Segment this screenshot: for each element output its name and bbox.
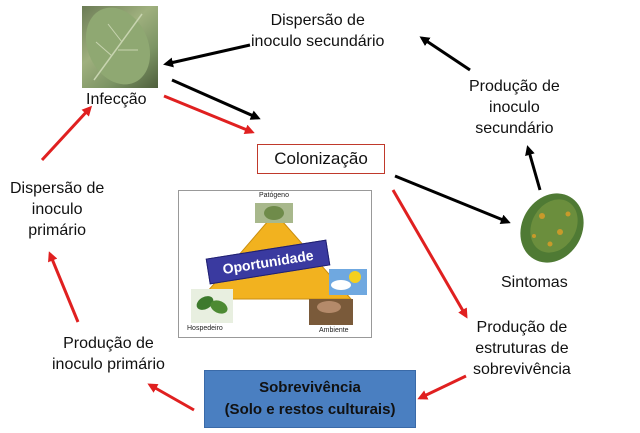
infected-leaf-photo <box>82 6 158 88</box>
label-producao-estruturas: Produção de estruturas de sobrevivência <box>473 319 571 378</box>
box-sobrevivencia: Sobrevivência (Solo e restos culturais) <box>204 370 416 428</box>
arrow-sobrevivencia-to-producao-primario <box>147 383 195 412</box>
arrow-sintomas-to-producao-secundario <box>525 145 542 191</box>
disease-triangle-panel: Patógeno Hospedeiro Ambiente Oportunidad… <box>178 190 372 338</box>
arrow-estruturas-to-sobrevivencia <box>417 374 467 400</box>
arrow-infeccao-to-colonizacao-red <box>163 94 255 134</box>
label-sintomas: Sintomas <box>501 274 568 291</box>
arrow-producao-primario-to-dispersao <box>48 251 80 323</box>
arrow-producao-secundario-to-dispersao <box>419 36 471 72</box>
label-infeccao: Infecção <box>86 91 147 108</box>
caption-ambiente: Ambiente <box>319 327 349 334</box>
label-producao-primario: Produção de inoculo primário <box>52 335 165 373</box>
caption-patogeno: Patógeno <box>259 192 289 199</box>
arrow-infeccao-to-colonizacao-black <box>171 78 261 120</box>
arrow-colonizacao-to-estruturas <box>391 189 468 319</box>
arrow-dispersao-to-infeccao-red <box>40 105 93 162</box>
symptom-leaf-photo <box>512 192 590 264</box>
arrow-colonizacao-to-sintomas <box>394 174 511 224</box>
arrow-dispersao-to-infeccao <box>163 43 251 68</box>
box-colonizacao: Colonização <box>257 144 385 174</box>
label-producao-secundario: Produção de inoculo secundário <box>469 78 560 137</box>
caption-hospedeiro: Hospedeiro <box>187 325 223 332</box>
label-dispersao-primario: Dispersão de inoculo primário <box>10 180 105 239</box>
label-dispersao-secundario: Dispersão de inoculo secundário <box>251 12 385 50</box>
